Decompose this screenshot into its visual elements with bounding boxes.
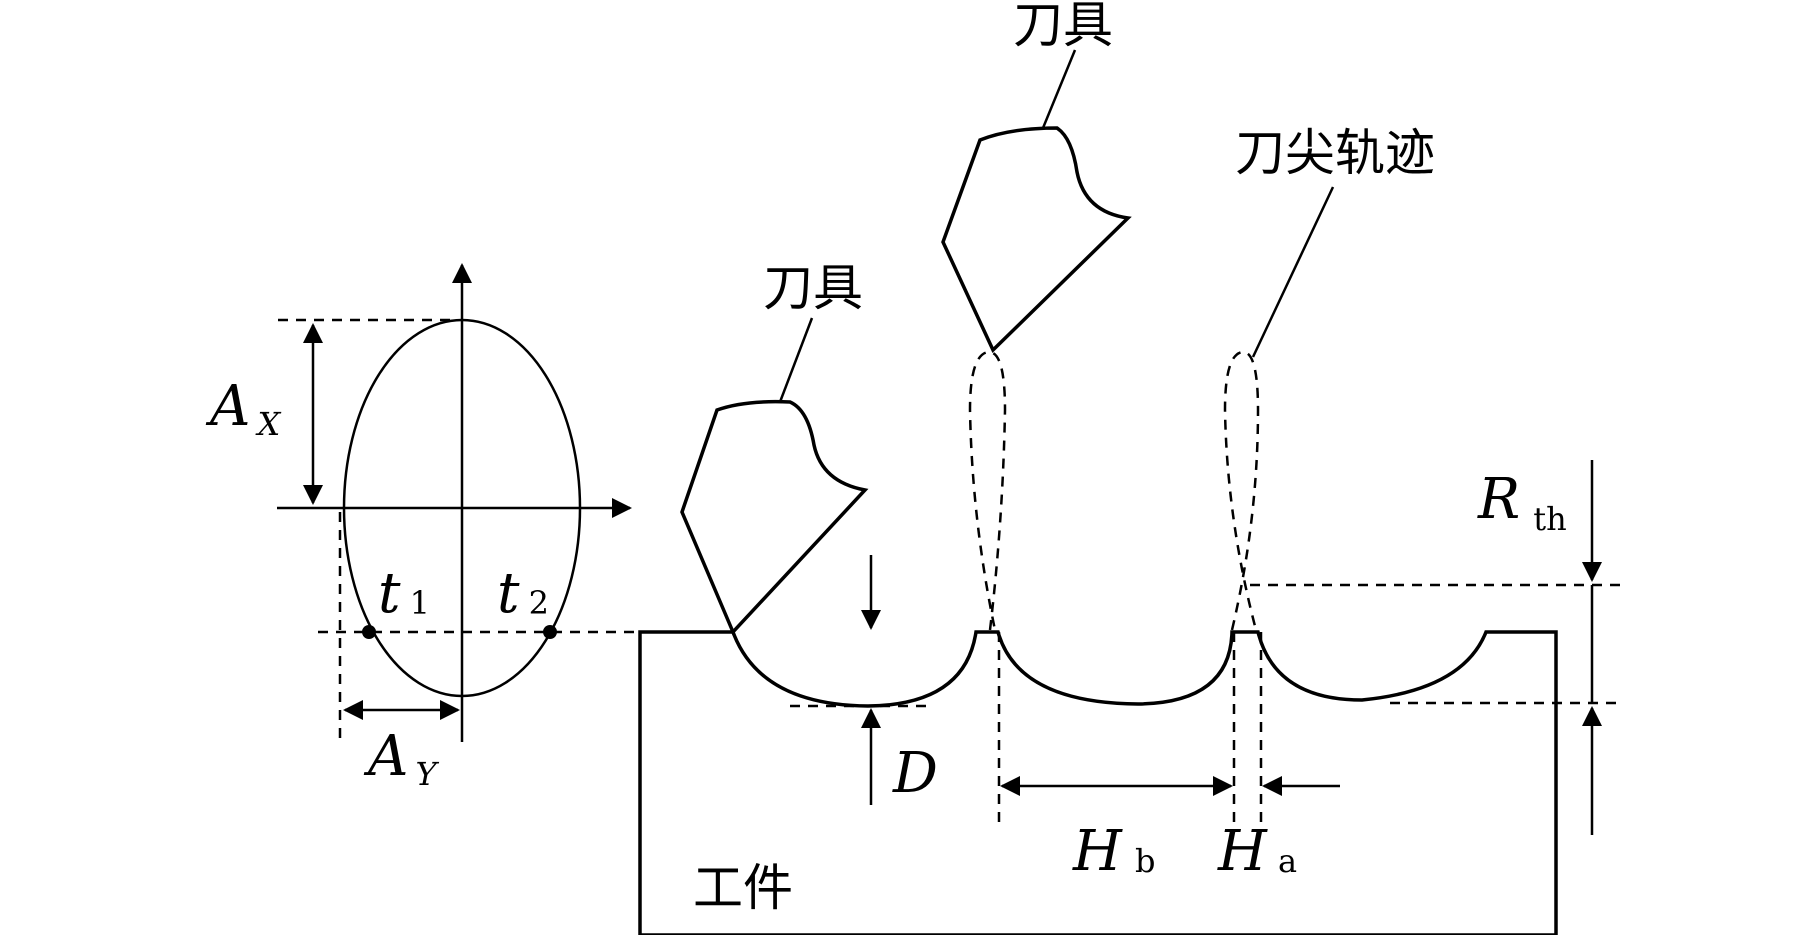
workpiece-group: 工件 刀具 刀具 刀尖轨迹 D H b H a: [638, 0, 1620, 935]
tool-left-label: 刀具: [763, 259, 863, 317]
t1-label: t 1: [378, 561, 430, 626]
ha-label: H a: [1217, 819, 1297, 884]
tool-top: [941, 126, 1132, 353]
tip-trajectory-leader: [1251, 186, 1335, 358]
hb-label: H b: [1072, 819, 1155, 884]
ellipse-trajectory-group: A X A Y t 1 t 2: [205, 263, 645, 793]
workpiece-label: 工件: [693, 859, 793, 917]
tool-top-leader: [1041, 49, 1077, 129]
t1-point: [362, 625, 376, 639]
tip-trajectory-loop-2: [1223, 350, 1260, 631]
ax-label: A X: [205, 374, 282, 443]
tool-left: [680, 399, 869, 636]
vibration-ellipse: [342, 318, 582, 698]
tip-trajectory-label: 刀尖轨迹: [1235, 124, 1435, 182]
tool-top-label: 刀具: [1013, 0, 1113, 54]
ay-label: A Y: [363, 724, 440, 793]
tip-trajectory-loop-1: [968, 350, 1007, 631]
rth-label: R th: [1477, 467, 1567, 538]
tool-left-leader: [778, 317, 814, 403]
d-label: D: [892, 741, 938, 806]
t2-point: [543, 625, 557, 639]
t2-label: t 2: [497, 561, 549, 626]
